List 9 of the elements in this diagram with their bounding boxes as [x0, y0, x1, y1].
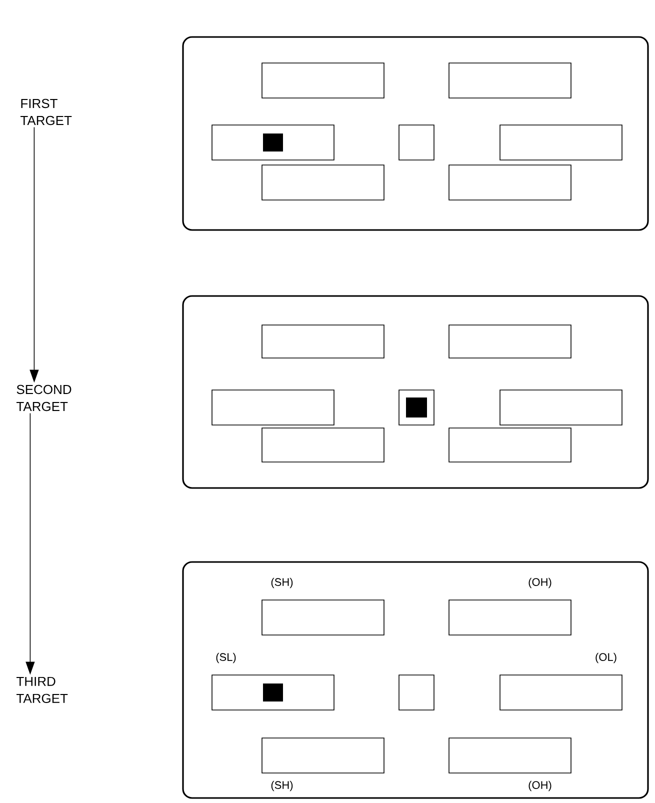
box-label: (SH)	[271, 578, 293, 588]
box-label: (OH)	[528, 578, 552, 588]
box-label: (SH)	[271, 780, 293, 792]
step-label: THIRD TARGET	[16, 676, 68, 704]
step-label: FIRST TARGET	[20, 98, 72, 126]
box-label: (OH)	[528, 780, 552, 792]
box-label: (SL)	[216, 652, 236, 664]
step-label: SECOND TARGET	[16, 384, 72, 412]
box-label: (OL)	[596, 652, 616, 664]
